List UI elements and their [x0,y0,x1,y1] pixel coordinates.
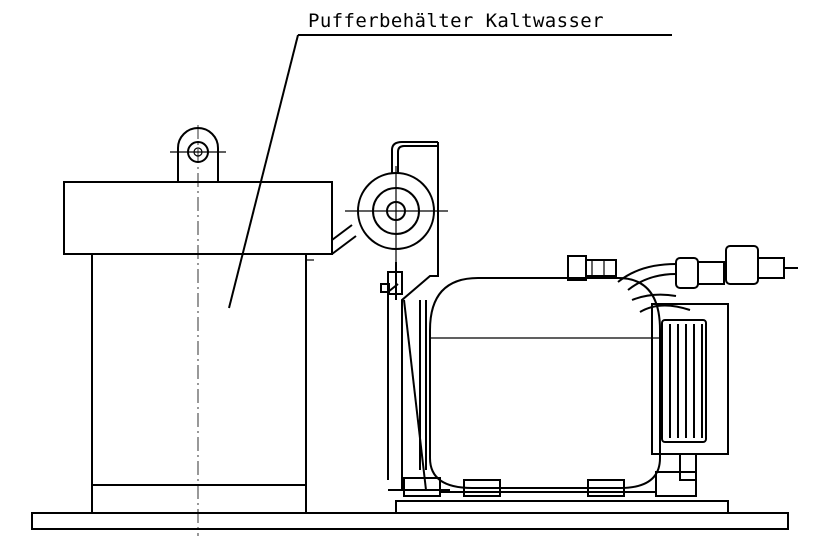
leader-line [228,34,299,309]
label-pufferbehaelter-kaltwasser: Pufferbehälter Kaltwasser [308,10,604,32]
mounting-bracket [380,142,450,491]
buffer-tank [63,125,333,536]
base-plate [31,500,789,530]
piping [567,245,798,313]
tank-body [91,253,307,514]
label-callout: Pufferbehälter Kaltwasser [228,10,672,309]
control-box [651,303,729,481]
compressor [403,277,697,497]
pressure-gauge [331,141,448,262]
compressor-body [429,277,661,489]
